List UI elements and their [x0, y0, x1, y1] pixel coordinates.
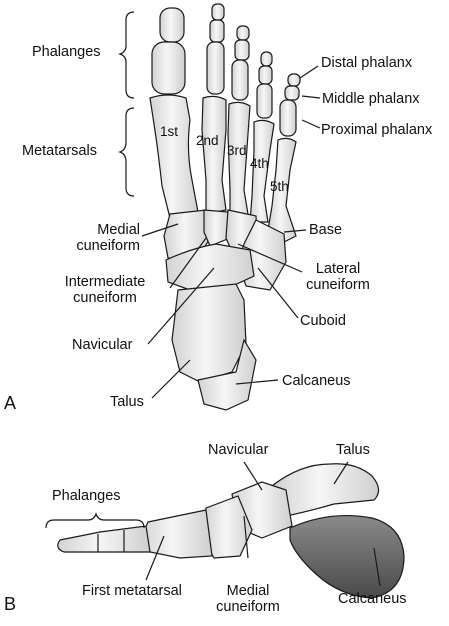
intermediate-cuneiform — [203, 209, 231, 247]
panel-a-annotations — [118, 11, 321, 399]
panel-b-annotations — [45, 461, 381, 587]
base-label: Base — [309, 222, 343, 238]
lateral-cuneiform-line-1: Lateral — [315, 261, 361, 277]
calcaneus — [197, 338, 257, 411]
navicular-b-label: Navicular — [208, 442, 269, 458]
middle-phalanx-label: Middle phalanx — [322, 91, 420, 107]
lateral-cuneiform-label: Lateral cuneiform — [296, 261, 380, 293]
first-metatarsal-number: 1st — [160, 124, 179, 139]
phalanges-label: Phalanges — [32, 44, 101, 60]
calcaneus-b-label: Calcaneus — [338, 591, 407, 607]
second-metatarsal — [201, 95, 227, 215]
medial-cuneiform-line-2: cuneiform — [76, 238, 140, 254]
intermediate-cuneiform-line-2: cuneiform — [73, 290, 137, 306]
phalanges-b-label: Phalanges — [52, 488, 121, 504]
panel-b-tag: B — [4, 594, 17, 614]
hallux-distal-phalanx — [159, 7, 185, 43]
phalanges-b — [57, 525, 151, 553]
medial-cuneiform-b-line-2: cuneiform — [216, 599, 280, 615]
third-metatarsal-number: 3rd — [227, 143, 247, 158]
medial-cuneiform-label: Medial cuneiform — [50, 222, 140, 254]
metatarsals-label: Metatarsals — [22, 143, 97, 159]
phalanges-brace — [118, 11, 135, 99]
medial-cuneiform-b-line-1: Medial — [226, 583, 270, 599]
lateral-cuneiform-line-2: cuneiform — [306, 277, 370, 293]
talus-label: Talus — [110, 394, 144, 410]
medial-cuneiform-line-1: Medial — [97, 222, 140, 238]
first-metatarsal-b — [139, 509, 213, 559]
calcaneus-label: Calcaneus — [282, 373, 351, 389]
talus-b-label: Talus — [336, 442, 370, 458]
second-metatarsal-number: 2nd — [196, 133, 219, 148]
phalanges-b-brace — [45, 512, 145, 529]
panel-b-foot-medial — [57, 463, 405, 599]
fifth-metatarsal-number: 5th — [270, 179, 289, 194]
cuboid-label: Cuboid — [300, 313, 346, 329]
talus-b — [271, 463, 380, 517]
navicular-label: Navicular — [72, 337, 133, 353]
talus — [171, 283, 247, 383]
panel-a-tag: A — [4, 393, 17, 413]
hallux-proximal-phalanx — [151, 41, 186, 95]
medial-cuneiform-b-label: Medial cuneiform — [206, 583, 290, 615]
fourth-metatarsal-number: 4th — [250, 156, 269, 171]
proximal-phalanx-label: Proximal phalanx — [321, 122, 433, 138]
panel-a-foot-dorsal — [149, 3, 301, 411]
third-metatarsal — [227, 101, 251, 217]
distal-phalanx-label: Distal phalanx — [321, 55, 413, 71]
calcaneus-b — [289, 514, 405, 599]
intermediate-cuneiform-label: Intermediate cuneiform — [40, 274, 170, 306]
metatarsals-brace — [118, 107, 135, 197]
first-metatarsal-b-label: First metatarsal — [82, 583, 182, 599]
first-metatarsal — [149, 94, 199, 219]
intermediate-cuneiform-line-1: Intermediate — [64, 274, 146, 290]
